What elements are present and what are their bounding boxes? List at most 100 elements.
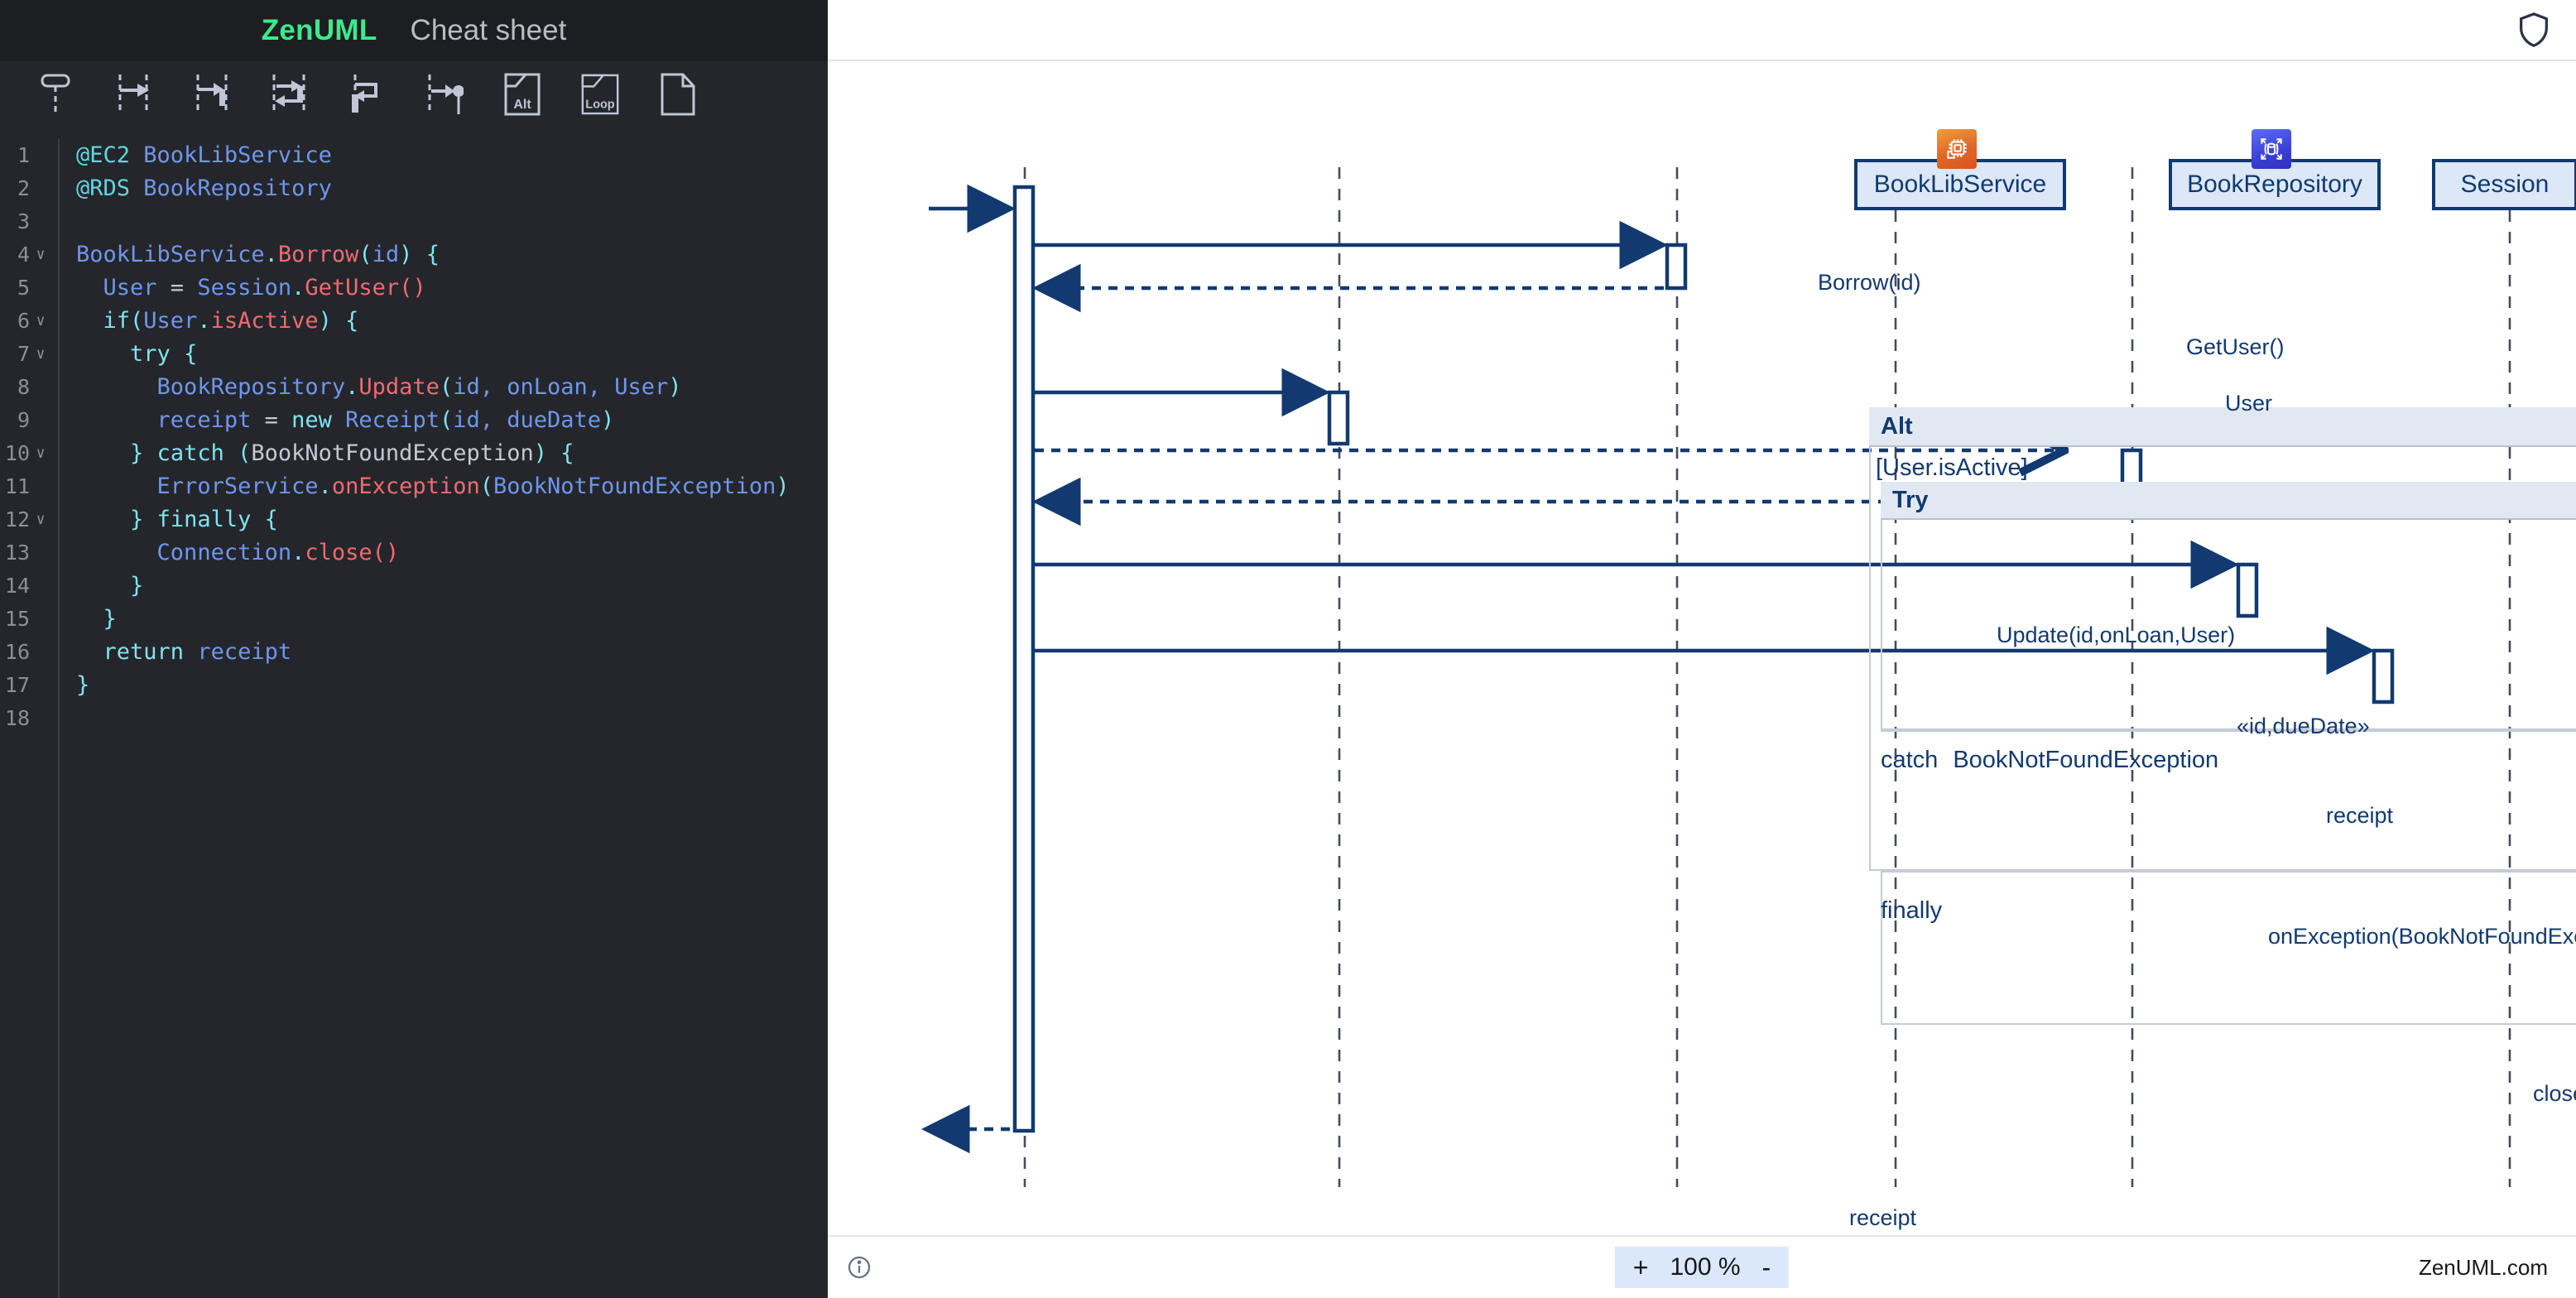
code-content[interactable]: @EC2 BookLibService@RDS BookRepository B… bbox=[60, 139, 828, 1298]
diagram-pane: BookLibService BookRepository Session Er… bbox=[828, 0, 2576, 1298]
code-token bbox=[76, 540, 157, 565]
code-token: . bbox=[264, 242, 278, 267]
code-token: finally bbox=[156, 507, 252, 532]
cheat-sheet-link[interactable]: Cheat sheet bbox=[410, 14, 567, 46]
code-token: ( bbox=[439, 374, 454, 400]
diagram-lines-layer bbox=[921, 167, 2511, 1187]
code-token: { bbox=[345, 308, 359, 334]
alt-fragment-icon[interactable]: Alt bbox=[502, 72, 543, 117]
code-line[interactable] bbox=[76, 205, 828, 238]
code-token bbox=[251, 507, 264, 532]
code-token: () bbox=[372, 540, 400, 565]
line-number: 17∨ bbox=[4, 673, 30, 697]
code-line[interactable]: } bbox=[76, 603, 828, 636]
code-token: . bbox=[318, 474, 332, 499]
code-token bbox=[143, 507, 156, 532]
participant-label: Session bbox=[2460, 171, 2550, 198]
code-line[interactable]: BookLibService.Borrow(id) { bbox=[76, 238, 828, 272]
code-token: User bbox=[143, 308, 198, 334]
code-token: . bbox=[291, 540, 305, 565]
code-line[interactable]: } finally { bbox=[76, 503, 828, 536]
code-token bbox=[76, 573, 130, 599]
zoom-in-button[interactable]: + bbox=[1632, 1252, 1649, 1282]
info-icon[interactable] bbox=[846, 1254, 872, 1281]
code-line[interactable]: BookRepository.Update(id, onLoan, User) bbox=[76, 371, 828, 404]
line-number: 16∨ bbox=[4, 640, 30, 664]
fold-chevron-icon[interactable]: ∨ bbox=[36, 345, 46, 363]
code-token bbox=[547, 440, 560, 466]
fragment-try-label: Try bbox=[1892, 486, 1929, 513]
note-icon[interactable] bbox=[657, 72, 699, 117]
line-number: 13∨ bbox=[4, 541, 30, 565]
participant-bookrepository[interactable]: BookRepository bbox=[2169, 159, 2381, 210]
code-line[interactable]: return receipt bbox=[76, 636, 828, 669]
line-number: 9∨ bbox=[17, 408, 30, 432]
code-token bbox=[76, 440, 130, 466]
code-line[interactable] bbox=[76, 702, 828, 735]
code-line[interactable]: } catch (BookNotFoundException) { bbox=[76, 437, 828, 470]
zoom-out-button[interactable]: - bbox=[1761, 1252, 1771, 1282]
code-line[interactable]: } bbox=[76, 570, 828, 603]
code-line[interactable]: receipt = new Receipt(id, dueDate) bbox=[76, 404, 828, 437]
participant-session[interactable]: Session bbox=[2432, 159, 2576, 210]
fold-chevron-icon[interactable]: ∨ bbox=[36, 445, 46, 462]
code-line[interactable]: @EC2 BookLibService bbox=[76, 139, 828, 172]
code-token: = bbox=[251, 407, 292, 433]
aws-ec2-icon bbox=[1937, 129, 1977, 169]
fragment-finally-label: finally bbox=[1881, 897, 1943, 924]
diagram-topbar bbox=[828, 0, 2576, 61]
code-line[interactable]: } bbox=[76, 669, 828, 702]
code-line[interactable]: User = Session.GetUser() bbox=[76, 272, 828, 305]
code-token: } bbox=[103, 606, 117, 632]
code-token: { bbox=[264, 507, 278, 532]
line-number: 18∨ bbox=[4, 706, 30, 730]
code-token: ErrorService bbox=[156, 474, 319, 499]
code-line[interactable]: Connection.close() bbox=[76, 536, 828, 570]
code-token bbox=[76, 275, 103, 300]
code-token: isActive bbox=[210, 308, 319, 334]
app-brand-title: ZenUML bbox=[261, 14, 377, 46]
code-token: id bbox=[372, 242, 400, 267]
code-token: BookRepository bbox=[156, 374, 346, 400]
code-token: receipt bbox=[156, 407, 252, 433]
line-number: 5∨ bbox=[17, 276, 30, 300]
creation-message-icon[interactable] bbox=[424, 72, 465, 117]
code-line[interactable]: @RDS BookRepository bbox=[76, 172, 828, 205]
code-token: ) bbox=[601, 407, 615, 433]
message-label-update: Update(id,onLoan,User) bbox=[1997, 623, 2236, 647]
fold-chevron-icon[interactable]: ∨ bbox=[36, 511, 46, 528]
line-number: 12∨ bbox=[0, 503, 50, 536]
code-token bbox=[412, 242, 425, 267]
async-message-icon[interactable] bbox=[190, 72, 232, 117]
fold-chevron-icon[interactable]: ∨ bbox=[36, 312, 46, 329]
line-number-gutter: 1∨2∨3∨4∨5∨6∨7∨8∨9∨10∨11∨12∨13∨14∨15∨16∨1… bbox=[0, 139, 60, 1298]
code-token: { bbox=[425, 242, 440, 267]
code-token bbox=[130, 142, 143, 168]
self-message-icon[interactable] bbox=[346, 72, 387, 117]
code-token bbox=[76, 341, 130, 367]
line-number: 11∨ bbox=[4, 474, 30, 498]
code-token: Update bbox=[358, 374, 440, 400]
shield-icon[interactable] bbox=[2515, 11, 2553, 49]
participant-label: BookRepository bbox=[2187, 171, 2362, 198]
code-token: new bbox=[291, 407, 332, 433]
code-line[interactable]: if(User.isActive) { bbox=[76, 305, 828, 338]
code-editor[interactable]: 1∨2∨3∨4∨5∨6∨7∨8∨9∨10∨11∨12∨13∨14∨15∨16∨1… bbox=[0, 127, 828, 1298]
code-token bbox=[76, 639, 103, 665]
code-token: ) bbox=[399, 242, 413, 267]
sequence-diagram-canvas[interactable]: BookLibService BookRepository Session Er… bbox=[828, 61, 2576, 1235]
sync-message-icon[interactable] bbox=[113, 72, 154, 117]
code-token: { bbox=[560, 440, 574, 466]
code-token: onException bbox=[331, 474, 480, 499]
loop-fragment-icon[interactable]: Loop bbox=[579, 72, 621, 117]
code-token: BookLibService bbox=[143, 142, 332, 168]
fold-chevron-icon[interactable]: ∨ bbox=[36, 246, 46, 263]
reply-message-icon[interactable] bbox=[268, 72, 310, 117]
code-token bbox=[130, 175, 143, 201]
fragment-alt-condition: [User.isActive] bbox=[1876, 454, 2028, 481]
footer-brand-link[interactable]: ZenUML.com bbox=[2418, 1254, 2548, 1280]
code-token bbox=[143, 440, 156, 466]
code-line[interactable]: try { bbox=[76, 338, 828, 371]
code-line[interactable]: ErrorService.onException(BookNotFoundExc… bbox=[76, 470, 828, 503]
participant-icon[interactable] bbox=[35, 72, 76, 117]
